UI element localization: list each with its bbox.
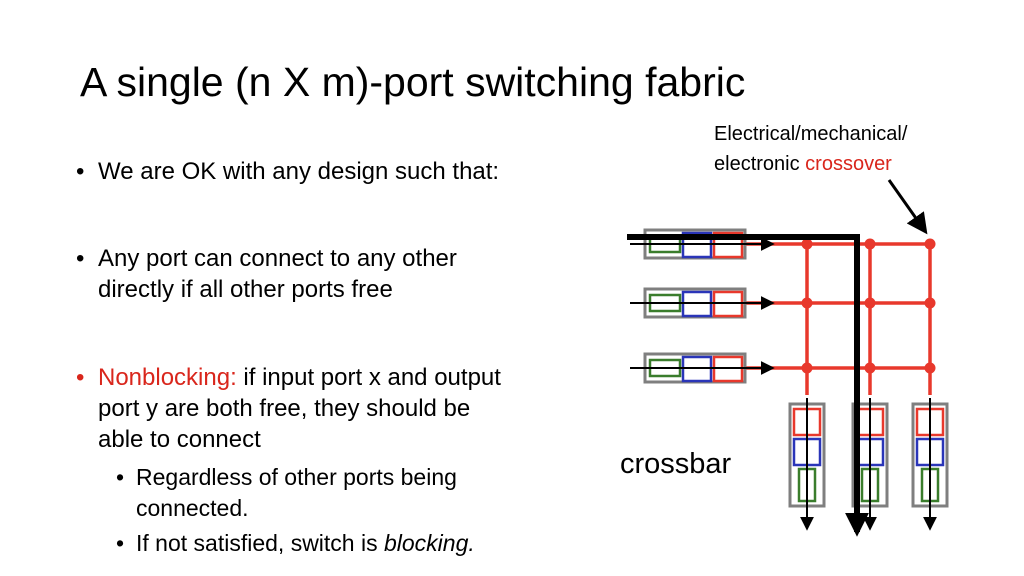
bullet-nonblocking: • Nonblocking: if input port x and outpu… [76,362,618,455]
input-ports [630,228,775,384]
bullet-text-line2: port y are both free, they should be [98,395,471,422]
bullet-design-requirement: • We are OK with any design such that: [76,156,618,187]
sub-bullet-text-line1: Regardless of other ports being [136,464,457,490]
crossbar-label: crossbar [620,448,732,480]
bullet-text-line2: directly if all other ports free [98,276,393,303]
sub-bullet-blocking: • If not satisfied, switch is blocking. [116,528,576,559]
slide-title: A single (n X m)-port switching fabric [80,59,746,105]
bullet-dot: • [76,245,85,272]
crosspoint-1-1 [801,238,813,250]
crossbar-grid [745,242,932,395]
bullet-any-port: • Any port can connect to any other dire… [76,243,618,305]
crosspoint-3-3 [924,362,936,374]
crosspoint-2-2 [864,297,876,309]
annotation-pointer-arrow [887,179,928,235]
crosspoint-3-1 [801,362,813,374]
crosspoint-2-1 [801,297,813,309]
crosspoints [801,238,936,374]
input-port-2 [630,287,775,319]
sub-bullet-text-line2: connected. [136,495,249,521]
crosspoint-2-3 [924,297,936,309]
bullet-dot: • [76,364,85,391]
sub-bullet-text: If not satisfied, switch is [136,530,384,556]
blocking-term: blocking. [383,530,475,556]
sub-bullet-dot: • [116,530,125,556]
bullet-text-line1: Any port can connect to any other [98,245,457,272]
sub-bullet-dot: • [116,464,125,490]
output-ports [788,398,949,531]
annotation-highlight: crossover [805,153,892,175]
sub-bullet-regardless: • Regardless of other ports being connec… [116,462,576,524]
crosspoint-1-3 [924,238,936,250]
bullet-text-line3: able to connect [98,426,261,453]
annotation-line1: Electrical/mechanical/ [714,123,908,145]
active-connection-path [627,234,869,537]
crosspoint-3-2 [864,362,876,374]
bullet-text-line1: if input port x and output [236,364,501,391]
crosspoint-1-2 [864,238,876,250]
bullet-text: We are OK with any design such that: [98,158,500,185]
annotation-line2-prefix: electronic [714,153,806,175]
output-port-3 [911,398,949,531]
input-port-3 [630,352,775,384]
bullet-dot: • [76,158,85,185]
crossover-annotation: Electrical/mechanical/ electronic crosso… [714,119,907,179]
nonblocking-term: Nonblocking: [98,364,237,391]
output-port-1 [788,398,826,531]
